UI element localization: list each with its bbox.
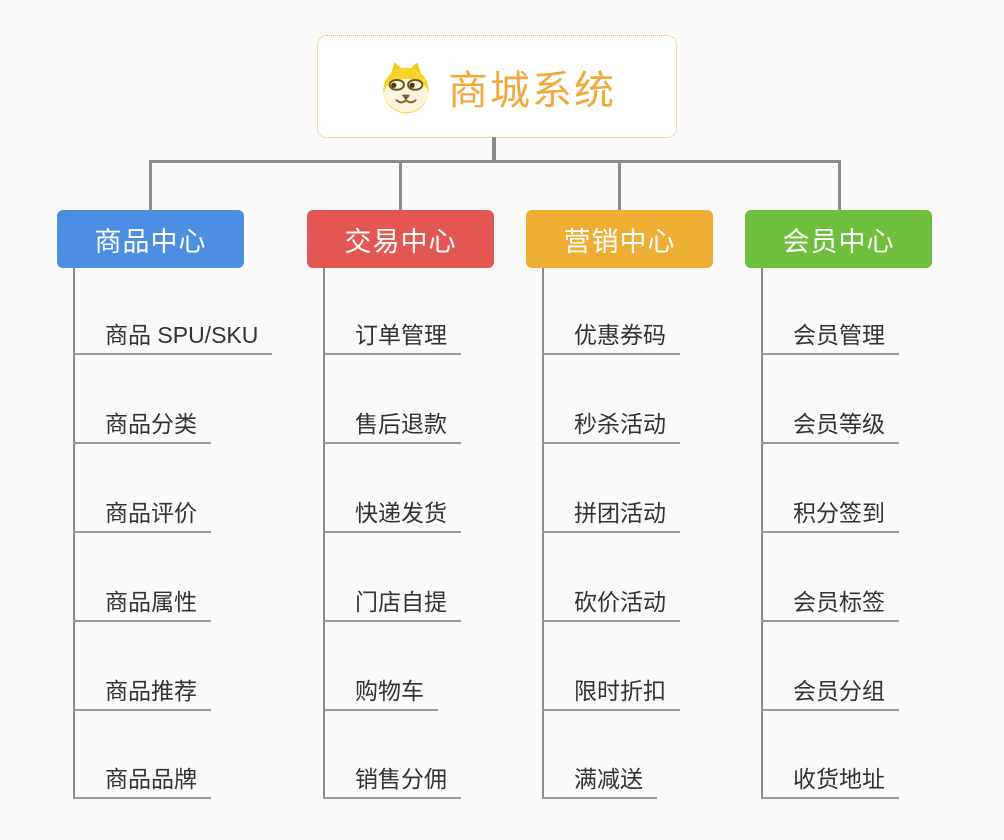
drop-connector-3 <box>618 160 621 210</box>
trunk-connector-trade <box>323 268 325 799</box>
node-member-level[interactable]: 会员等级 <box>761 408 899 444</box>
node-member-tag[interactable]: 会员标签 <box>761 586 899 622</box>
node-order-management[interactable]: 订单管理 <box>323 319 461 355</box>
node-flash-sale[interactable]: 秒杀活动 <box>542 408 680 444</box>
branch-hub-marketing-center[interactable]: 营销中心 <box>526 210 713 268</box>
node-after-sale-refund[interactable]: 售后退款 <box>323 408 461 444</box>
drop-connector-4 <box>838 160 841 210</box>
node-member-group[interactable]: 会员分组 <box>761 675 899 711</box>
node-product-category[interactable]: 商品分类 <box>73 408 211 444</box>
trunk-connector-marketing <box>542 268 544 799</box>
node-store-pickup[interactable]: 门店自提 <box>323 586 461 622</box>
drop-connector-2 <box>399 160 402 210</box>
node-shopping-cart[interactable]: 购物车 <box>323 675 438 711</box>
node-product-spu-sku[interactable]: 商品 SPU/SKU <box>73 319 273 355</box>
node-member-management[interactable]: 会员管理 <box>761 319 899 355</box>
branch-hub-member-center[interactable]: 会员中心 <box>745 210 932 268</box>
node-full-reduction[interactable]: 满减送 <box>542 763 657 799</box>
node-express-delivery[interactable]: 快递发货 <box>323 497 461 533</box>
node-bargain-activity[interactable]: 砍价活动 <box>542 586 680 622</box>
node-coupon-code[interactable]: 优惠券码 <box>542 319 680 355</box>
root-title: 商城系统 <box>448 68 616 113</box>
trunk-connector-member <box>761 268 763 799</box>
node-product-attribute[interactable]: 商品属性 <box>73 586 211 622</box>
node-product-recommend[interactable]: 商品推荐 <box>73 675 211 711</box>
node-points-checkin[interactable]: 积分签到 <box>761 497 899 533</box>
node-group-buying[interactable]: 拼团活动 <box>542 497 680 533</box>
root-stem-connector <box>492 137 496 162</box>
node-shipping-address[interactable]: 收货地址 <box>761 763 899 799</box>
drop-connector-1 <box>149 160 152 210</box>
doge-icon <box>383 62 429 113</box>
node-sales-commission[interactable]: 销售分佣 <box>323 763 461 799</box>
node-product-review[interactable]: 商品评价 <box>73 497 211 533</box>
node-product-brand[interactable]: 商品品牌 <box>73 763 211 799</box>
branch-hub-product-center[interactable]: 商品中心 <box>57 210 244 268</box>
branch-hub-trade-center[interactable]: 交易中心 <box>307 210 494 268</box>
node-limited-time-discount[interactable]: 限时折扣 <box>542 675 680 711</box>
trunk-connector-product <box>73 268 75 799</box>
root-node-mall-system[interactable]: 商城系统 <box>317 35 677 138</box>
branch-bus-connector <box>149 160 841 163</box>
